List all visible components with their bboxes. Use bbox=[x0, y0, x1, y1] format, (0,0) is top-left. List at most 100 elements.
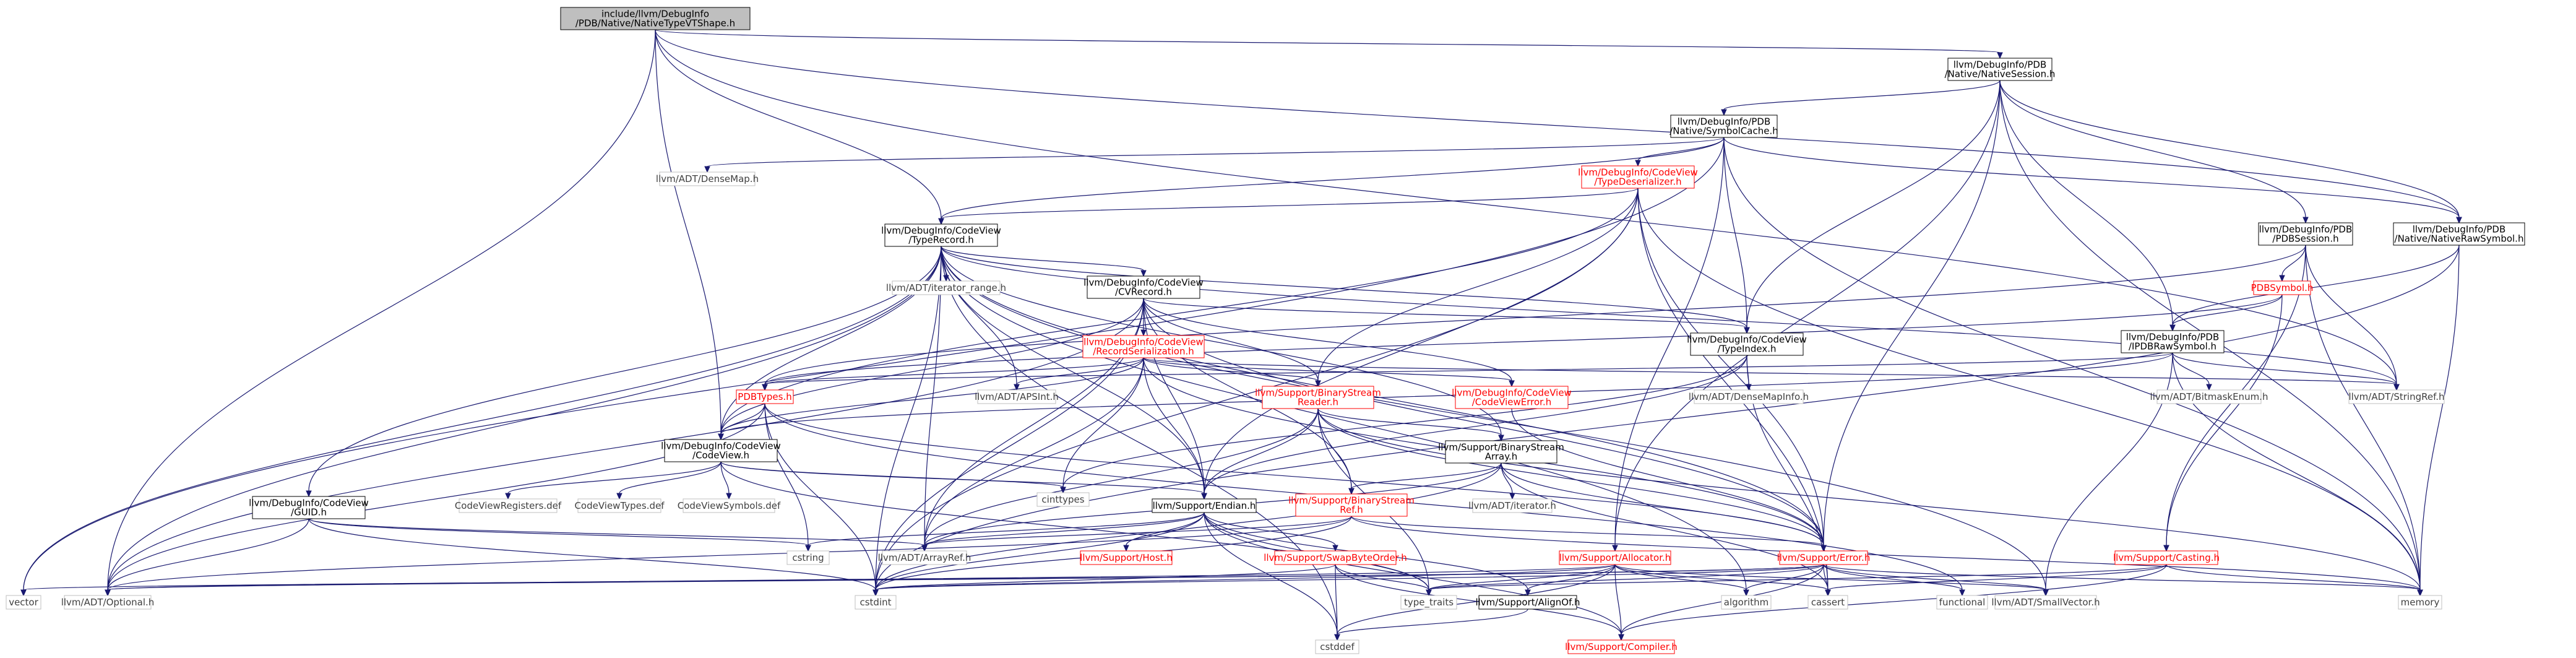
node-label: /TypeDeserializer.h bbox=[1594, 176, 1681, 188]
node-box bbox=[1082, 335, 1205, 358]
edge-error-to-cstdint bbox=[872, 564, 1824, 597]
node-smallvector[interactable]: llvm/ADT/SmallVector.h bbox=[1991, 595, 2100, 610]
edge-endian-to-cstring bbox=[805, 512, 1205, 552]
node-apsint[interactable]: llvm/ADT/APSInt.h bbox=[975, 389, 1059, 404]
node-symcache[interactable]: llvm/DebugInfo/PDB/Native/SymbolCache.h bbox=[1669, 115, 1778, 138]
node-box bbox=[855, 595, 897, 610]
node-cinttypes[interactable]: cinttypes bbox=[1036, 492, 1090, 507]
edge-symcache-to-memory bbox=[1723, 137, 2423, 597]
edge-recser-to-apsint bbox=[1014, 357, 1144, 391]
node-casting[interactable]: llvm/Support/Casting.h bbox=[2113, 550, 2220, 565]
node-layer: include/llvm/DebugInfo/PDB/Native/Native… bbox=[6, 7, 2525, 654]
node-box bbox=[1445, 440, 1557, 464]
node-bitmaskenum[interactable]: llvm/ADT/BitmaskEnum.h bbox=[2150, 389, 2268, 404]
node-host[interactable]: llvm/Support/Host.h bbox=[1080, 550, 1173, 565]
node-stringref[interactable]: llvm/ADT/StringRef.h bbox=[2348, 389, 2445, 404]
edge-pdbsession-to-stringref bbox=[2305, 245, 2400, 391]
node-arrayref[interactable]: llvm/ADT/ArrayRef.h bbox=[878, 550, 971, 565]
node-box bbox=[1559, 550, 1671, 565]
edge-symcache-to-typeindex bbox=[1723, 137, 1750, 334]
node-label: /CVRecord.h bbox=[1115, 287, 1172, 298]
node-error[interactable]: llvm/Support/Error.h bbox=[1777, 550, 1871, 565]
node-codeview[interactable]: llvm/DebugInfo/CodeView/CodeView.h bbox=[661, 439, 781, 462]
node-nrawsym[interactable]: llvm/DebugInfo/PDB/Native/NativeRawSymbo… bbox=[2393, 222, 2525, 246]
node-box bbox=[2121, 330, 2225, 353]
node-allocator[interactable]: llvm/Support/Allocator.h bbox=[1559, 550, 1671, 565]
node-box bbox=[1779, 550, 1868, 565]
node-label: llvm/Support/Host.h bbox=[1080, 552, 1173, 563]
node-label: /CodeViewError.h bbox=[1472, 397, 1552, 408]
node-box bbox=[577, 498, 661, 513]
node-label: llvm/DebugInfo/PDB bbox=[1678, 116, 1771, 128]
node-recser[interactable]: llvm/DebugInfo/CodeView/RecordSerializat… bbox=[1082, 335, 1205, 358]
edge-root-to-nsession bbox=[655, 29, 2003, 59]
edge-recser-to-cinttypes bbox=[1060, 357, 1144, 494]
node-cassert[interactable]: cassert bbox=[1807, 595, 1848, 610]
node-cvregs[interactable]: CodeViewRegisters.def bbox=[455, 498, 562, 513]
node-densemap[interactable]: llvm/ADT/DenseMap.h bbox=[656, 171, 759, 186]
edge-swapbyte-to-typetraits bbox=[1335, 564, 1432, 597]
edge-pdbsymbol-to-casting bbox=[2163, 294, 2283, 552]
node-cstdint[interactable]: cstdint bbox=[855, 595, 897, 610]
node-nsession[interactable]: llvm/DebugInfo/PDB/Native/NativeSession.… bbox=[1945, 58, 2056, 81]
node-label: llvm/DebugInfo/CodeView bbox=[249, 498, 369, 509]
edge-typerecord-to-cvrecord bbox=[941, 246, 1147, 277]
node-label: Array.h bbox=[1485, 451, 1518, 462]
node-label: llvm/ADT/ArrayRef.h bbox=[878, 552, 971, 563]
node-cvrecord[interactable]: llvm/DebugInfo/CodeView/CVRecord.h bbox=[1083, 275, 1204, 299]
node-box bbox=[2398, 595, 2442, 610]
node-typeindex[interactable]: llvm/DebugInfo/CodeView/TypeIndex.h bbox=[1687, 332, 1807, 356]
node-typetraits[interactable]: type_traits bbox=[1400, 595, 1457, 610]
node-cstddef[interactable]: cstddef bbox=[1315, 639, 1359, 654]
node-pdbsession[interactable]: llvm/DebugInfo/PDB/PDBSession.h bbox=[2258, 222, 2353, 246]
node-compiler[interactable]: llvm/Support/Compiler.h bbox=[1565, 639, 1678, 654]
node-guid[interactable]: llvm/DebugInfo/CodeView/GUID.h bbox=[249, 496, 369, 519]
node-root[interactable]: include/llvm/DebugInfo/PDB/Native/Native… bbox=[560, 7, 751, 30]
edge-pdbtypes-to-cstring bbox=[764, 403, 811, 552]
node-label: llvm/DebugInfo/PDB bbox=[1954, 59, 2047, 71]
edge-error-to-functional bbox=[1823, 564, 1965, 597]
node-pdbtypes[interactable]: PDBTypes.h bbox=[736, 389, 794, 404]
node-label: llvm/ADT/SmallVector.h bbox=[1991, 597, 2100, 608]
node-vector[interactable]: vector bbox=[6, 595, 41, 610]
node-cvtypes[interactable]: CodeViewTypes.def bbox=[574, 498, 665, 513]
edge-pdbtypes-to-optional bbox=[105, 403, 765, 597]
node-label: llvm/Support/SwapByteOrder.h bbox=[1264, 552, 1407, 563]
node-pdbrawsym[interactable]: llvm/DebugInfo/PDB/IPDBRawSymbol.h bbox=[2121, 330, 2225, 353]
edge-guid-to-cstring bbox=[308, 518, 811, 552]
node-label: /IPDBRawSymbol.h bbox=[2129, 341, 2216, 352]
node-optional[interactable]: llvm/ADT/Optional.h bbox=[61, 595, 155, 610]
edge-recser-to-stringref bbox=[1143, 357, 2400, 391]
node-alignof[interactable]: llvm/Support/AlignOf.h bbox=[1475, 595, 1580, 610]
node-label: llvm/DebugInfo/PDB bbox=[2259, 224, 2353, 235]
node-label: /Native/NativeSession.h bbox=[1945, 69, 2056, 80]
node-adtiterator[interactable]: llvm/ADT/iterator.h bbox=[1468, 498, 1556, 513]
node-typedeser[interactable]: llvm/DebugInfo/CodeView/TypeDeserializer… bbox=[1578, 165, 1698, 189]
edge-root-to-nrawsym bbox=[655, 29, 2462, 224]
node-label: /CodeView.h bbox=[692, 450, 749, 461]
edge-nsession-to-allocator bbox=[1612, 80, 2001, 552]
edge-typedeser-to-typerecord bbox=[938, 188, 1639, 225]
node-pdbsymbol[interactable]: PDBSymbol.h bbox=[2251, 280, 2314, 295]
node-box bbox=[2253, 280, 2311, 295]
node-cvsymbols[interactable]: CodeViewSymbols.def bbox=[678, 498, 781, 513]
node-memory[interactable]: memory bbox=[2398, 595, 2442, 610]
node-cstring[interactable]: cstring bbox=[786, 550, 830, 565]
edge-guid-to-optional bbox=[105, 518, 309, 597]
node-cverror[interactable]: llvm/DebugInfo/CodeView/CodeViewError.h bbox=[1452, 386, 1572, 409]
edge-recser-to-bsreader bbox=[1143, 357, 1321, 387]
node-algorithm[interactable]: algorithm bbox=[1721, 595, 1772, 610]
node-label: llvm/Support/Casting.h bbox=[2113, 552, 2220, 563]
node-box bbox=[1478, 595, 1577, 610]
node-functional[interactable]: functional bbox=[1936, 595, 1988, 610]
edge-guid-to-arrayref bbox=[308, 518, 928, 552]
node-iterrange[interactable]: llvm/ADT/iterator_range.h bbox=[886, 280, 1006, 295]
node-densemapinfo[interactable]: llvm/ADT/DenseMapInfo.h bbox=[1689, 389, 1809, 404]
node-swapbyte[interactable]: llvm/Support/SwapByteOrder.h bbox=[1264, 550, 1407, 565]
node-typerecord[interactable]: llvm/DebugInfo/CodeView/TypeRecord.h bbox=[881, 223, 1001, 247]
node-endian[interactable]: llvm/Support/Endian.h bbox=[1152, 498, 1257, 513]
node-box bbox=[1690, 332, 1804, 356]
